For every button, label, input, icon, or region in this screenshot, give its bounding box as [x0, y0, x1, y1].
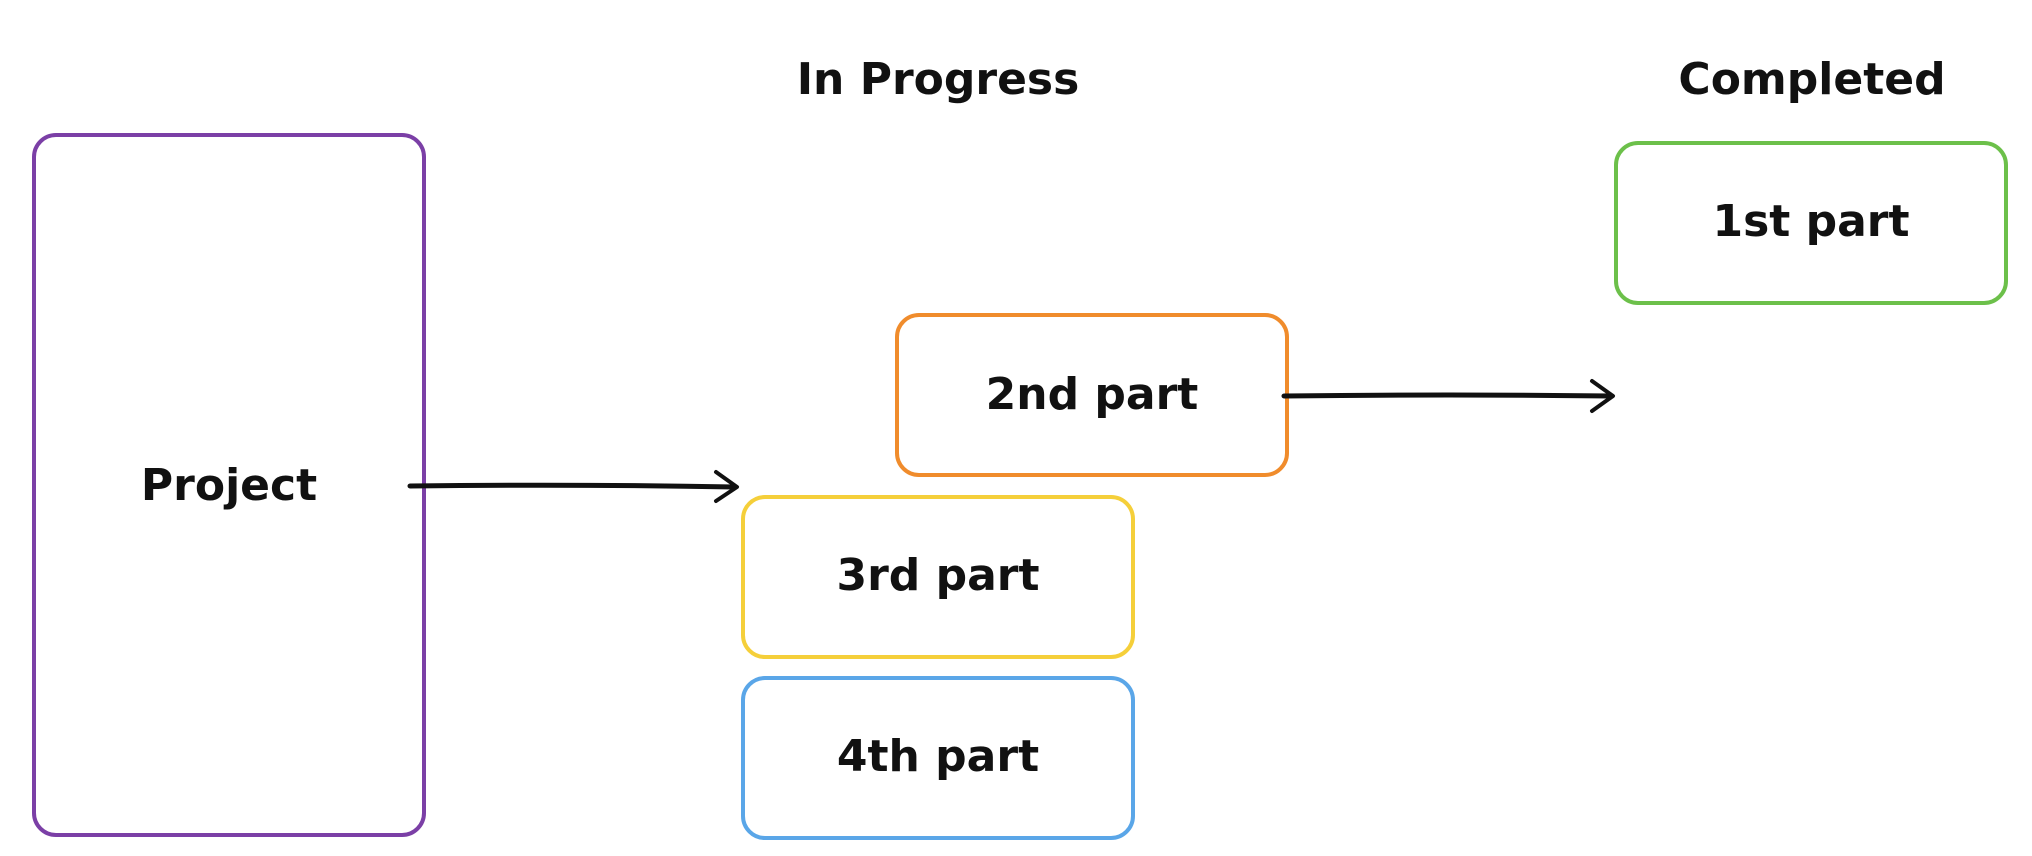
arrow-project-to-in-progress-head — [714, 470, 739, 503]
arrow-project-to-in-progress — [407, 470, 739, 503]
node-part3: 3rd part — [741, 495, 1135, 659]
node-part3-box — [741, 495, 1135, 659]
node-part1-box — [1614, 141, 2008, 305]
heading-in-progress: In Progress — [797, 54, 1080, 105]
node-project: Project — [32, 133, 426, 837]
arrow-part2-to-completed — [1281, 379, 1615, 413]
arrow-part2-to-completed-head — [1590, 379, 1615, 413]
node-part4-box — [741, 676, 1135, 840]
node-project-label: Project — [141, 460, 317, 511]
node-part4: 4th part — [741, 676, 1135, 840]
node-part2: 2nd part — [895, 313, 1289, 477]
node-part3-label: 3rd part — [836, 550, 1039, 601]
node-part2-label: 2nd part — [986, 369, 1199, 420]
arrow-part2-to-completed-line — [1281, 392, 1615, 399]
node-part1-label: 1st part — [1712, 196, 1909, 247]
heading-completed: Completed — [1678, 54, 1945, 105]
node-part4-label: 4th part — [837, 731, 1039, 782]
arrow-project-to-in-progress-line — [407, 482, 738, 490]
node-part1: 1st part — [1614, 141, 2008, 305]
